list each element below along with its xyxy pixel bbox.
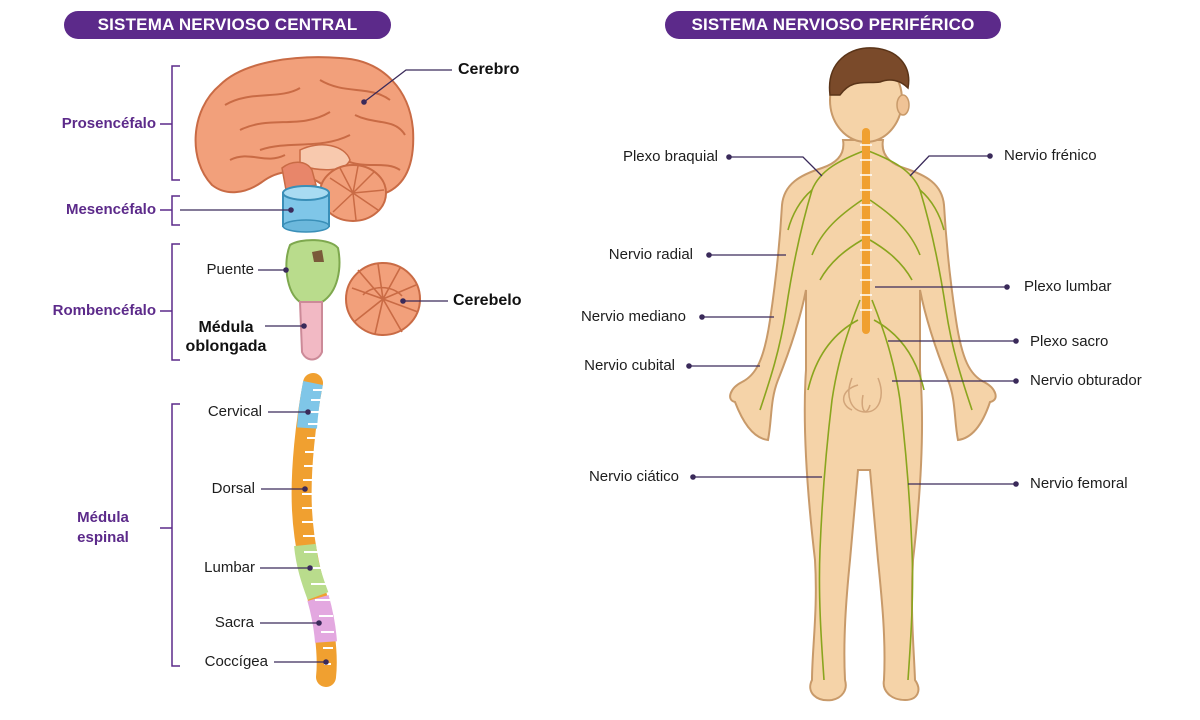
label-nervio-mediano: Nervio mediano xyxy=(580,308,686,325)
cerebellum-in-brain xyxy=(319,164,387,222)
central-leaders xyxy=(180,69,452,663)
central-leader-dots xyxy=(283,99,406,665)
human-body-illustration xyxy=(729,139,997,702)
brain-illustration xyxy=(194,56,415,198)
label-nervio-obturador: Nervio obturador xyxy=(1030,372,1142,389)
spinal-cord-illustration xyxy=(860,128,872,334)
group-rombencefalo: Rombencéfalo xyxy=(52,302,156,319)
group-prosencefalo: Prosencéfalo xyxy=(61,115,156,132)
brainstem-illustration xyxy=(285,239,341,361)
label-puente: Puente xyxy=(206,261,254,278)
spine-illustration xyxy=(291,373,337,687)
label-sacra: Sacra xyxy=(214,614,254,631)
central-header: SISTEMA NERVIOSO CENTRAL xyxy=(64,11,391,39)
label-cerebro: Cerebro xyxy=(458,61,520,78)
label-nervio-femoral: Nervio femoral xyxy=(1030,475,1128,492)
label-medula-oblongada-line1: Médula xyxy=(198,319,254,336)
peripheral-leader-dots xyxy=(686,153,1019,487)
label-nervio-frenico: Nervio frénico xyxy=(1004,147,1097,164)
label-lumbar: Lumbar xyxy=(204,559,255,576)
label-nervio-ciatico: Nervio ciático xyxy=(588,468,679,485)
label-cervical: Cervical xyxy=(207,403,262,420)
section-brackets xyxy=(160,65,180,667)
label-medula-oblongada-line2: oblongada xyxy=(185,338,267,355)
peripheral-leaders xyxy=(689,155,1016,485)
label-nervio-radial: Nervio radial xyxy=(608,246,693,263)
group-medula-espinal-line1: Médula xyxy=(77,509,129,526)
nerve-network xyxy=(759,149,973,681)
head-illustration xyxy=(828,47,910,143)
group-medula-espinal-line2: espinal xyxy=(77,529,129,546)
label-coccigea: Coccígea xyxy=(204,653,268,670)
label-dorsal: Dorsal xyxy=(211,480,255,497)
label-cerebelo: Cerebelo xyxy=(453,292,522,309)
cerebellum-illustration xyxy=(345,262,421,336)
label-plexo-sacro: Plexo sacro xyxy=(1030,333,1109,350)
group-medula-espinal: Médula espinal xyxy=(58,508,148,548)
label-plexo-braquial: Plexo braquial xyxy=(622,148,718,165)
label-nervio-cubital: Nervio cubital xyxy=(584,357,675,374)
label-medula-oblongada: Médula oblongada xyxy=(182,318,270,356)
peripheral-header: SISTEMA NERVIOSO PERIFÉRICO xyxy=(665,11,1001,39)
label-plexo-lumbar: Plexo lumbar xyxy=(1024,278,1112,295)
mesencephalon-illustration xyxy=(282,185,330,233)
group-mesencefalo: Mesencéfalo xyxy=(65,201,156,218)
